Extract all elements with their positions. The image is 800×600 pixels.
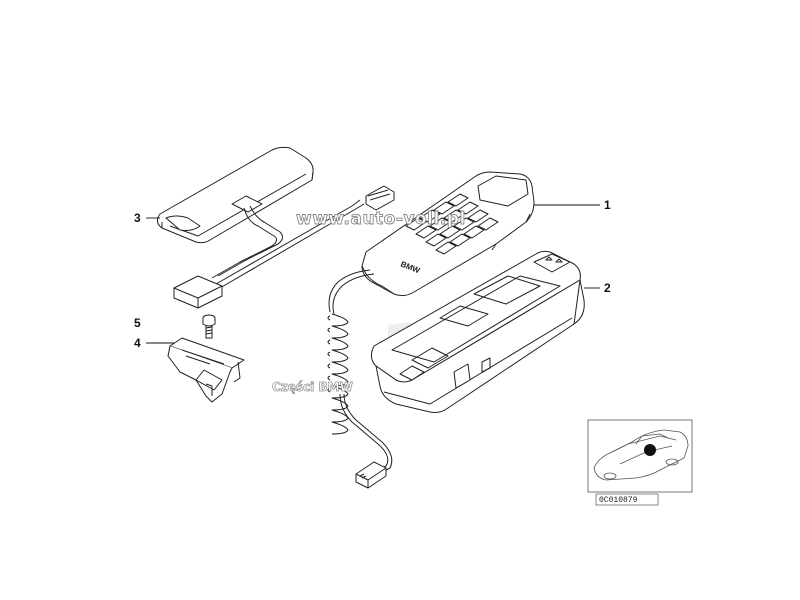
part-1-handset: BMW bbox=[328, 171, 535, 315]
part-4-bracket bbox=[167, 337, 245, 403]
leader-lines bbox=[146, 204, 600, 344]
callout-4: 4 bbox=[134, 336, 141, 350]
car-location-inset: 0C010879 bbox=[587, 419, 693, 506]
handset-keypad bbox=[405, 193, 499, 255]
callout-1: 1 bbox=[604, 198, 611, 212]
part-5-screw bbox=[202, 314, 216, 339]
part-3-antenna-module bbox=[156, 146, 395, 309]
diagram-code: 0C010879 bbox=[599, 496, 638, 505]
callout-labels: 1 2 3 4 5 bbox=[134, 198, 611, 350]
callout-3: 3 bbox=[134, 211, 141, 225]
part-2-cradle bbox=[370, 250, 585, 413]
callout-5: 5 bbox=[134, 316, 141, 330]
parts-watermark: Części BMW bbox=[272, 380, 353, 394]
coiled-cord bbox=[327, 313, 393, 489]
callout-2: 2 bbox=[604, 281, 611, 295]
location-marker bbox=[644, 444, 656, 456]
site-watermark: www.auto-voll.pl bbox=[296, 209, 466, 229]
